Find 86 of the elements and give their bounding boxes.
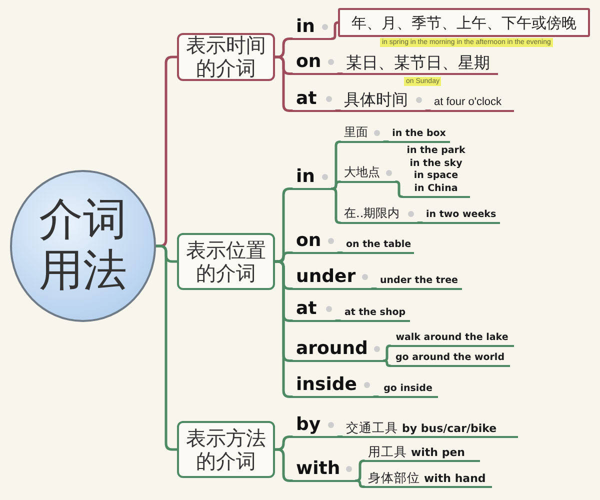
underlined-topic [340,125,384,143]
underlined-topic [292,374,374,398]
connector-line [370,288,378,290]
connector-line [424,110,432,112]
underlined-topic [340,305,410,322]
underlined-topic [292,338,384,362]
underlined-topic [364,443,480,462]
topic-label: 里面 [344,125,369,140]
topic-label: 具体时间 [344,90,409,109]
example-text: in the sky [408,158,464,170]
connector-line [274,448,294,482]
preposition-label: on [296,231,322,251]
topic-label: 在..期限内 [344,206,401,221]
example-text: in China [413,182,459,195]
preposition-label: inside [296,375,358,395]
underlined-topic [292,88,336,112]
preposition-label: at [296,299,318,319]
example-text: in the park [406,145,466,158]
connector-line [354,460,366,482]
topic-box: 年、月、季节、上午、下午或傍晚 [338,8,590,37]
connector-line [336,72,344,75]
example-text: in space [412,170,460,182]
underlined-topic [342,52,498,75]
example-text: at four o'clock [434,95,503,109]
underlined-topic [390,330,514,347]
underlined-topic [376,273,462,290]
connector-line [336,436,344,438]
example-text: go inside [382,382,434,395]
underlined-topic [292,298,336,322]
example-text: in the box [392,128,446,140]
preposition-label: around [296,339,369,359]
underlined-topic [342,419,518,438]
preposition-label: in [296,167,316,187]
connector-line [354,480,366,488]
underlined-topic [388,126,450,143]
connector-line [154,244,178,451]
example-text: under the tree [380,274,458,287]
connector-line [394,180,404,198]
underlined-topic [364,469,492,488]
underlined-topic [430,94,514,112]
central-topic-circle: 介词用法 [10,170,156,322]
connector-line [330,21,340,40]
example-text: on the table [346,238,410,251]
underlined-topic [340,206,418,224]
connector-line [382,344,392,362]
preposition-label: in [296,17,316,37]
topic-label: 大地点 [344,165,381,180]
underlined-topic [292,266,372,290]
underlined-topic [342,237,414,254]
underlined-topic [292,458,356,482]
underlined-topic [292,414,338,438]
preposition-label: with [296,459,342,479]
underlined-topic [378,381,438,398]
connector-line [372,396,380,398]
connector-line [382,140,390,143]
connector-line [330,188,342,224]
example-text: at the shop [344,306,406,319]
example-text: 身体部位 with hand [368,470,487,485]
underlined-topic [292,166,332,190]
connector-line [334,320,342,322]
category-box: 表示时间的介词 [177,33,275,81]
preposition-label: under [296,267,357,287]
underlined-topic [340,165,396,183]
preposition-label: by [296,415,322,435]
example-text: 用工具 with pen [368,444,466,459]
example-text: go around the world [394,352,506,364]
example-text: walk around the lake [394,332,510,344]
connector-line [274,56,294,112]
connector-line [274,260,294,398]
connector-line [416,222,424,224]
connector-line [334,110,342,112]
underlined-topic [340,89,426,112]
underlined-topic [402,144,470,198]
preposition-label: on [296,52,322,72]
preposition-label: at [296,89,318,109]
example-text: in two weeks [426,208,496,221]
connector-line [382,360,392,367]
category-box: 表示位置的介词 [177,233,275,290]
category-box: 表示方法的介词 [177,421,275,478]
example-text: 交通工具 by bus/car/bike [346,420,498,435]
underlined-topic [390,350,510,367]
topic-label: 某日、某节日、星期 [346,53,491,72]
underlined-topic [422,207,500,224]
connector-line [330,180,342,190]
connector-line [336,252,344,254]
underlined-topic [292,16,332,40]
